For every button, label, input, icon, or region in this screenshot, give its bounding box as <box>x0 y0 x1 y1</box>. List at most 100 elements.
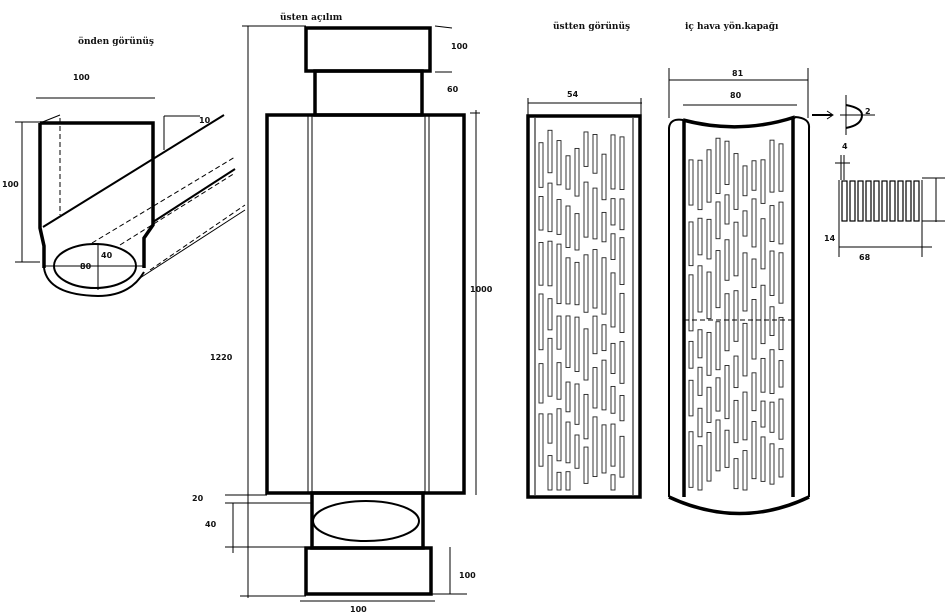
perforation-slot <box>715 137 721 194</box>
perforation-slot <box>733 153 739 210</box>
perforation-slot <box>688 274 694 332</box>
perforation-slot <box>760 218 766 270</box>
unfold-top-cap-dim: 100 <box>451 42 468 51</box>
perforation-slot <box>697 217 703 256</box>
perforation-slot <box>574 147 580 197</box>
perforation-slot <box>715 377 721 412</box>
perforation-slot <box>778 448 784 478</box>
perforation-slot <box>601 324 607 352</box>
perforation-slot <box>778 316 784 351</box>
perforation-slot <box>778 143 784 192</box>
cover-slot <box>913 180 920 222</box>
top-view: 54 <box>526 90 642 499</box>
perforation-slot <box>769 139 775 193</box>
cover-slot <box>873 180 880 222</box>
perforation-slot <box>619 395 625 422</box>
perforation-slot <box>769 349 775 394</box>
unfold-bottom-width-dim: 100 <box>350 605 367 614</box>
perforation-slot <box>538 196 544 231</box>
perforation-slot <box>592 187 598 240</box>
perforation-slot <box>778 398 784 440</box>
cover-slot-length-dim: 68 <box>859 253 871 262</box>
perforation-slot <box>565 381 571 413</box>
perforation-slot <box>778 201 784 245</box>
front-oval-height-dim: 40 <box>101 251 113 260</box>
perforation-slot <box>574 383 580 425</box>
cover-slot-dim: 4 <box>842 142 848 151</box>
perforation-slot <box>565 205 571 248</box>
perforation-slot <box>601 153 607 201</box>
perforation-slot <box>724 194 730 225</box>
cover-slot <box>881 180 888 222</box>
perforation-slot <box>778 252 784 304</box>
front-width-dim: 100 <box>73 73 90 82</box>
perforation-slot <box>619 435 625 478</box>
perforation-slot <box>733 355 739 389</box>
perforation-slot <box>610 342 616 374</box>
perforation-slot <box>583 181 589 238</box>
perforation-slot <box>697 329 703 359</box>
perforation-slot <box>574 434 580 469</box>
unfold-bottom-gap-dim: 20 <box>192 494 204 503</box>
perforation-slot <box>565 315 571 368</box>
perforation-slot <box>724 140 730 185</box>
perforation-slot <box>751 258 757 289</box>
perforation-slot <box>724 239 730 281</box>
perforation-slot <box>556 471 562 491</box>
perforation-slot <box>742 391 748 441</box>
perforation-slot <box>547 337 553 397</box>
perforation-slot <box>742 322 748 377</box>
perforation-slot <box>592 134 598 174</box>
perforation-slot <box>619 341 625 384</box>
perforation-slot <box>601 211 607 243</box>
perforation-slot <box>538 242 544 286</box>
perforation-slot <box>733 399 739 444</box>
perforation-slot <box>619 237 625 285</box>
front-view: 100 100 10 40 80 <box>2 73 246 298</box>
perforation-slot <box>724 365 730 420</box>
top-unfold-title: üsten açılım <box>280 12 343 23</box>
perforation-slot <box>556 243 562 305</box>
perforation-slot <box>601 257 607 315</box>
perforation-slot <box>760 357 766 393</box>
unfold-top-neck-dim: 60 <box>447 85 459 94</box>
unfold-total-dim: 1220 <box>210 353 233 362</box>
perforation-slot <box>769 306 775 337</box>
perforation-slot <box>547 182 553 233</box>
perforation-slot <box>547 455 553 491</box>
perforation-slot <box>619 292 625 333</box>
perforation-slot <box>583 393 589 440</box>
perforation-slot <box>610 134 616 190</box>
perforation-slot <box>619 198 625 231</box>
perforation-slot <box>760 436 766 482</box>
perforation-slot <box>592 416 598 478</box>
perforation-slot <box>697 407 703 438</box>
perforation-slot <box>688 379 694 417</box>
perforation-slot <box>547 129 553 174</box>
perforation-slot <box>742 210 748 237</box>
perforation-slot <box>688 340 694 369</box>
perforation-slot <box>538 413 544 467</box>
perforation-slot <box>610 423 616 467</box>
cover-slot <box>849 180 856 222</box>
perforation-slot <box>583 328 589 381</box>
perforation-slot <box>538 363 544 404</box>
perforation-slot <box>556 408 562 462</box>
perforation-slot <box>715 250 721 309</box>
perforation-slot <box>565 257 571 305</box>
perforation-slot <box>697 366 703 396</box>
perforation-slot <box>556 315 562 350</box>
perforation-slot <box>547 240 553 287</box>
perforation-slot <box>610 272 616 328</box>
unfold-bottom-cap-dim: 100 <box>459 571 476 580</box>
perforation-slot <box>769 443 775 485</box>
cover-inner-dim: 80 <box>730 91 742 100</box>
top-view-width-dim: 54 <box>567 90 579 99</box>
perforation-slot <box>778 360 784 388</box>
cover-lip-dim: 2 <box>865 107 871 116</box>
perforation-slot <box>583 131 589 167</box>
inner-air-cover-title: iç hava yön.kapağı <box>685 21 779 32</box>
perforation-slot <box>547 298 553 331</box>
front-flange-dim: 10 <box>199 116 211 125</box>
